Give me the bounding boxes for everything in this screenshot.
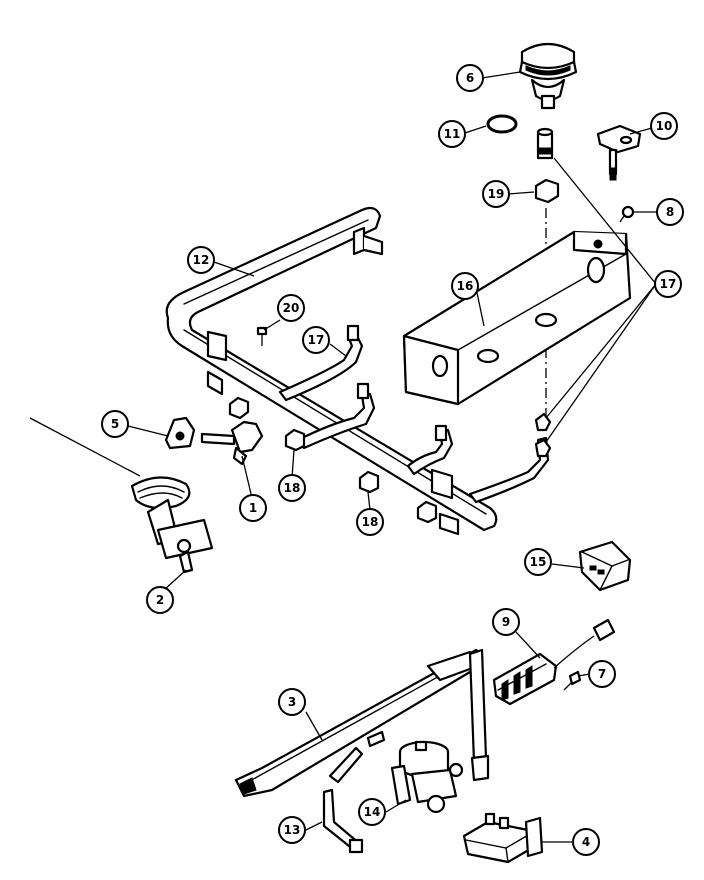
callout-13-label: 13 — [284, 823, 301, 837]
valve-nut-b — [284, 428, 306, 452]
valve-connector-part — [200, 420, 264, 466]
burner-cap-part — [518, 42, 578, 110]
callout-16-label: 16 — [457, 279, 474, 293]
gas-tubes-part — [278, 324, 552, 504]
callout-11-label: 11 — [444, 127, 461, 141]
o-ring-part — [486, 114, 518, 134]
callout-18-upper: 18 — [278, 474, 306, 502]
callout-12: 12 — [187, 246, 215, 274]
spark-harness-part — [234, 648, 490, 798]
callout-13: 13 — [278, 816, 306, 844]
callout-4: 4 — [572, 828, 600, 856]
screw-part — [619, 205, 635, 223]
callout-14-label: 14 — [364, 805, 381, 819]
callout-6: 6 — [456, 64, 484, 92]
callout-12-label: 12 — [193, 253, 210, 267]
callout-18-lower-label: 18 — [362, 515, 379, 529]
igniter-bracket-part — [596, 124, 642, 181]
callout-15-label: 15 — [530, 555, 547, 569]
callout-18-lower: 18 — [356, 508, 384, 536]
callout-1: 1 — [239, 494, 267, 522]
valve-nut-d — [416, 500, 438, 524]
callout-5: 5 — [101, 410, 129, 438]
callout-5-label: 5 — [111, 417, 119, 431]
callout-15: 15 — [524, 548, 552, 576]
callout-17-left: 17 — [302, 326, 330, 354]
valve-nut-c — [358, 470, 380, 494]
switch-block-part — [578, 540, 632, 592]
leader-lines — [127, 71, 658, 843]
callout-17-right-label: 17 — [660, 277, 677, 291]
callout-2: 2 — [146, 586, 174, 614]
callout-8: 8 — [656, 198, 684, 226]
pressure-regulator-part — [390, 740, 464, 814]
callout-10: 10 — [650, 112, 678, 140]
callout-9: 9 — [492, 608, 520, 636]
callout-10-label: 10 — [656, 119, 673, 133]
bolt-part — [256, 326, 268, 346]
clip-part — [164, 416, 196, 450]
callout-18-upper-label: 18 — [284, 481, 301, 495]
callout-2-label: 2 — [156, 593, 164, 607]
callout-8-label: 8 — [666, 205, 674, 219]
igniter-module-part — [492, 618, 616, 706]
callout-3: 3 — [278, 688, 306, 716]
terminal-block-part — [462, 812, 544, 864]
burner-bracket-part — [402, 230, 632, 406]
callout-7: 7 — [588, 660, 616, 688]
thermostat-part — [29, 417, 214, 574]
callout-1-label: 1 — [249, 501, 257, 515]
callout-17-left-label: 17 — [308, 333, 325, 347]
callout-9-label: 9 — [502, 615, 510, 629]
valve-nut-a — [228, 396, 250, 420]
callout-19: 19 — [482, 180, 510, 208]
hex-nut-part — [534, 178, 560, 204]
orifice-part — [536, 127, 554, 160]
callout-20-label: 20 — [283, 301, 300, 315]
callout-19-label: 19 — [488, 187, 505, 201]
callout-7-label: 7 — [598, 667, 606, 681]
callout-16: 16 — [451, 272, 479, 300]
gas-line-part — [322, 730, 386, 854]
callout-17-right: 17 — [654, 270, 682, 298]
callout-4-label: 4 — [582, 835, 590, 849]
callout-11: 11 — [438, 120, 466, 148]
manifold-rail-part — [165, 206, 498, 536]
callout-20: 20 — [277, 294, 305, 322]
callout-3-label: 3 — [288, 695, 296, 709]
module-screw-part — [563, 670, 582, 691]
callout-14: 14 — [358, 798, 386, 826]
callout-6-label: 6 — [466, 71, 474, 85]
